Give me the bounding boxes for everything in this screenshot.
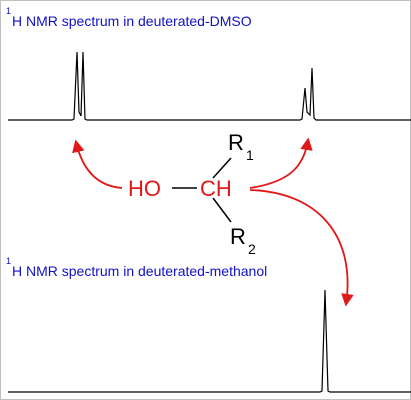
methanol-spectrum-title: H NMR spectrum in deuterated-methanol bbox=[12, 263, 267, 279]
methanol-title-superscript: 1 bbox=[6, 256, 11, 266]
arrow-ch-to-dmso-peak bbox=[249, 137, 313, 189]
r2-label: R bbox=[230, 224, 246, 249]
methanol-spectrum-trace bbox=[8, 289, 411, 393]
arrow-ch-to-methanol-peak bbox=[249, 189, 354, 307]
r1-label: R bbox=[228, 130, 244, 155]
dmso-spectrum-title: H NMR spectrum in deuterated-DMSO bbox=[12, 13, 252, 29]
c-r2-bond bbox=[212, 197, 232, 223]
c-r1-bond bbox=[212, 157, 232, 179]
arrow-oh-to-dmso-peak bbox=[72, 139, 123, 189]
carbinol-ch-label: CH bbox=[200, 176, 232, 201]
dmso-spectrum-trace bbox=[8, 51, 411, 121]
r2-subscript: 2 bbox=[248, 241, 256, 257]
r1-subscript: 1 bbox=[246, 147, 254, 163]
dmso-title-superscript: 1 bbox=[6, 6, 11, 16]
hydroxyl-group-label: HO bbox=[128, 176, 161, 201]
